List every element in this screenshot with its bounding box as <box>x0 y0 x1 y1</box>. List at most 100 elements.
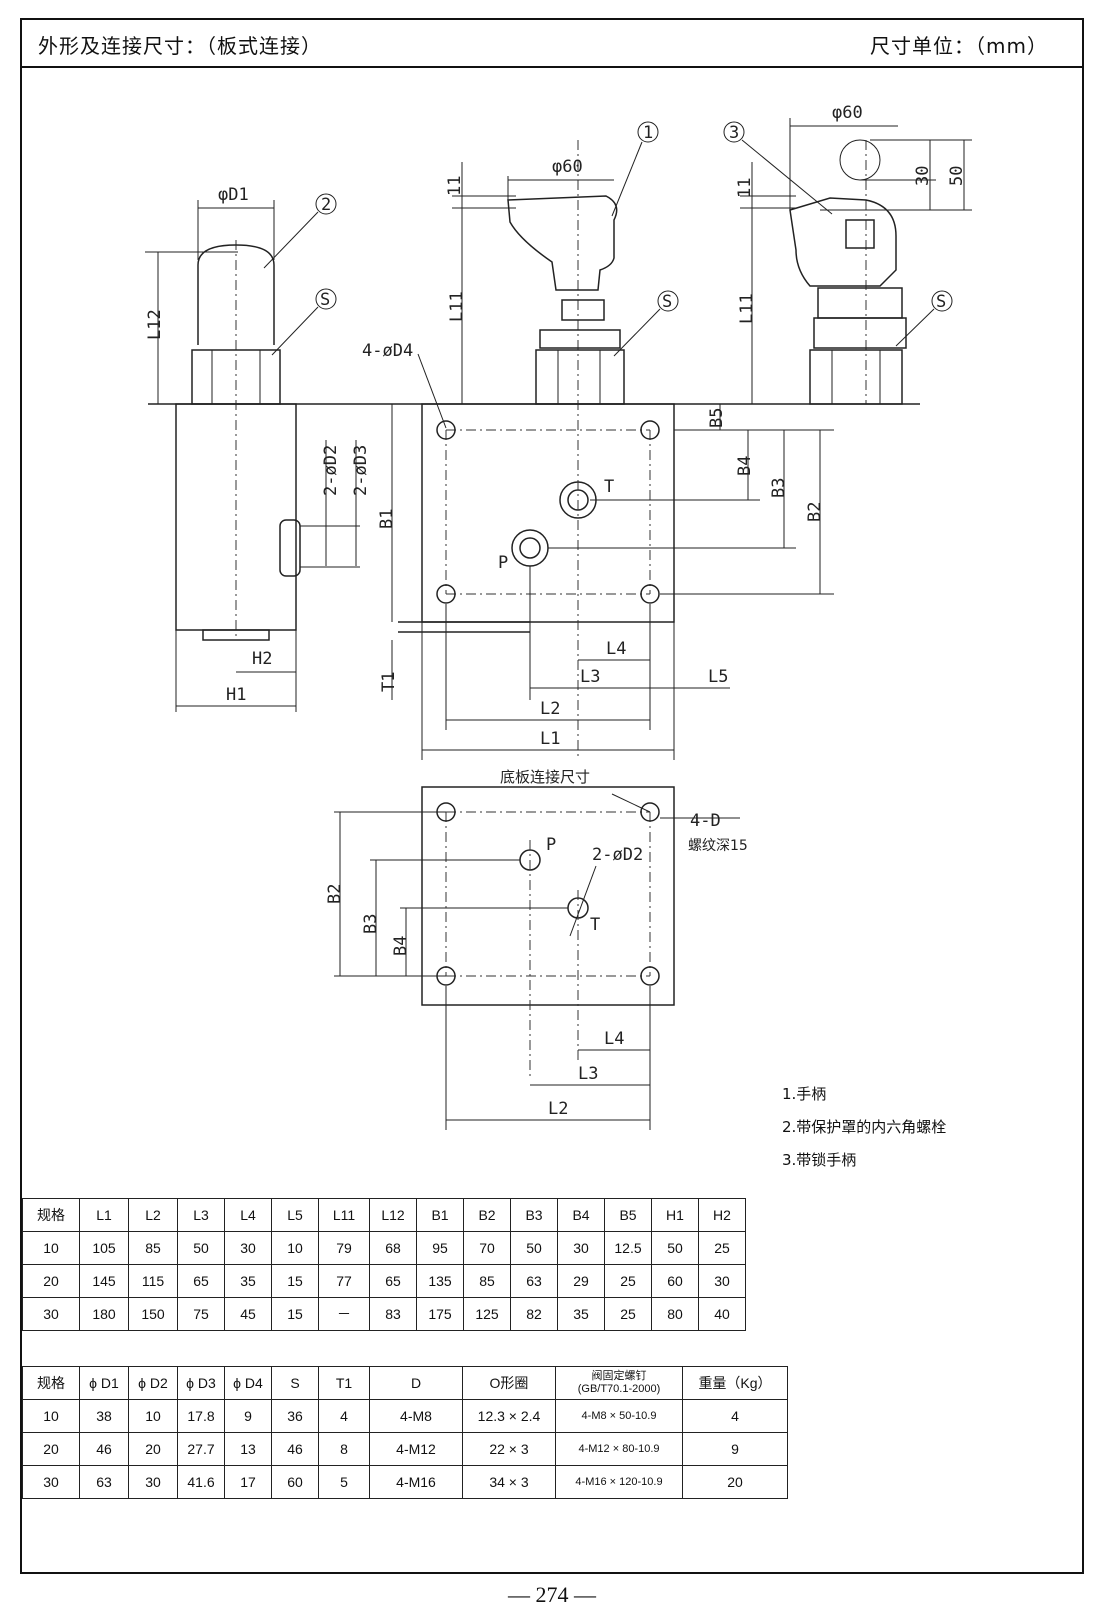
table-cell: 4-M8 × 50-10.9 <box>555 1399 683 1433</box>
table-header-cell: ϕ D3 <box>177 1366 225 1400</box>
table-cell: 30 <box>557 1231 605 1265</box>
dim-L12: L12 <box>145 309 165 340</box>
table-header-cell: S <box>271 1366 319 1400</box>
table-cell: 45 <box>224 1297 272 1331</box>
dim-phi60-a: φ60 <box>552 157 583 177</box>
dim-2D3: 2-øD3 <box>351 445 371 496</box>
table-cell: － <box>318 1297 370 1331</box>
table-header-row: 规格 L1 L2 L3 L4 L5 L11 L12 B1 B2 B3 B4 B5… <box>22 1198 746 1232</box>
header-bar: 外形及连接尺寸：（板式连接） 尺寸单位：（mm） <box>22 20 1082 68</box>
callout-2: 2 <box>321 195 331 215</box>
table-header-cell: L12 <box>369 1198 417 1232</box>
dim-2D2: 2-øD2 <box>321 445 341 496</box>
table-cell: 10 <box>271 1231 319 1265</box>
table-cell: 5 <box>318 1465 370 1499</box>
table-cell: 68 <box>369 1231 417 1265</box>
table-cell: 34 × 3 <box>462 1465 556 1499</box>
dim-11-a: 11 <box>445 176 465 196</box>
table-header-cell: 规格 <box>22 1366 80 1400</box>
table-cell: 4 <box>682 1399 788 1433</box>
legend-item: 3.带锁手柄 <box>782 1151 857 1169</box>
dim-T1: T1 <box>379 672 399 692</box>
table-cell: 36 <box>271 1399 319 1433</box>
table-cell: 50 <box>651 1231 699 1265</box>
dim-L5: L5 <box>708 667 728 687</box>
header-unit: 尺寸单位：（mm） <box>870 34 1048 58</box>
table-cell: 25 <box>698 1231 746 1265</box>
legend: 1.手柄 2.带保护罩的内六角螺栓 3.带锁手柄 <box>782 1078 946 1177</box>
table-header-cell: H1 <box>651 1198 699 1232</box>
table-cell: 79 <box>318 1231 370 1265</box>
table-cell: 30 <box>224 1231 272 1265</box>
dim-50: 50 <box>947 166 967 186</box>
table-cell: 20 <box>22 1264 80 1298</box>
table-row: 30 180 150 75 45 15 － 83 175 125 82 35 2… <box>22 1297 746 1331</box>
dim-4D4: 4-øD4 <box>362 341 413 361</box>
technical-drawing: φD1 L12 2 S 2-øD2 2-øD3 H1 H2 T P 1 S <box>145 103 972 1130</box>
callout-s1: S <box>320 290 330 310</box>
table-header-cell: B4 <box>557 1198 605 1232</box>
header-title: 外形及连接尺寸：（板式连接） <box>38 34 322 58</box>
table-cell: 82 <box>510 1297 558 1331</box>
table-cell: 115 <box>128 1264 178 1298</box>
table-cell: 46 <box>271 1432 319 1466</box>
table-cell: 77 <box>318 1264 370 1298</box>
table-cell: 85 <box>463 1264 511 1298</box>
table-cell: 41.6 <box>177 1465 225 1499</box>
table-cell: 12.5 <box>604 1231 652 1265</box>
table-cell: 4-M12 × 80-10.9 <box>555 1432 683 1466</box>
legend-item: 1.手柄 <box>782 1085 827 1103</box>
table-cell: 13 <box>224 1432 272 1466</box>
dim-B2: B2 <box>805 502 825 522</box>
table-cell: 60 <box>651 1264 699 1298</box>
table-cell: 29 <box>557 1264 605 1298</box>
table-cell: 10 <box>22 1399 80 1433</box>
dimension-table-1: 规格 L1 L2 L3 L4 L5 L11 L12 B1 B2 B3 B4 B5… <box>22 1198 746 1331</box>
table-cell: 17.8 <box>177 1399 225 1433</box>
table-cell: 27.7 <box>177 1432 225 1466</box>
dim-B3: B3 <box>769 478 789 498</box>
table-cell: 4 <box>318 1399 370 1433</box>
dim-B4: B4 <box>735 456 755 476</box>
table-header-cell: L2 <box>128 1198 178 1232</box>
table-cell: 80 <box>651 1297 699 1331</box>
table-cell: 46 <box>79 1432 129 1466</box>
callout-s2: S <box>662 292 672 312</box>
table-header-cell: ϕ D2 <box>128 1366 178 1400</box>
table-cell: 95 <box>416 1231 464 1265</box>
table-row: 10 105 85 50 30 10 79 68 95 70 50 30 12.… <box>22 1231 746 1265</box>
table-cell: 9 <box>682 1432 788 1466</box>
dim-L11-a: L11 <box>447 291 467 322</box>
port-P: P <box>498 553 508 573</box>
table-header-cell: H2 <box>698 1198 746 1232</box>
legend-item: 2.带保护罩的内六角螺栓 <box>782 1118 947 1136</box>
page-number: — 274 — <box>508 1582 596 1607</box>
base-dim-L4: L4 <box>604 1029 624 1049</box>
table-row: 30 63 30 41.6 17 60 5 4-M16 34 × 3 4-M16… <box>22 1465 788 1499</box>
table-cell: 17 <box>224 1465 272 1499</box>
table-cell: 8 <box>318 1432 370 1466</box>
table-header-cell: ϕ D4 <box>224 1366 272 1400</box>
table-header-cell: L3 <box>177 1198 225 1232</box>
callout-3: 3 <box>729 123 739 143</box>
callout-s3: S <box>936 292 946 312</box>
table-cell: 25 <box>604 1264 652 1298</box>
table-cell: 40 <box>698 1297 746 1331</box>
table-cell: 150 <box>128 1297 178 1331</box>
table-cell: 83 <box>369 1297 417 1331</box>
table-header-cell: B3 <box>510 1198 558 1232</box>
table-header-cell: T1 <box>318 1366 370 1400</box>
table-cell: 20 <box>682 1465 788 1499</box>
dim-30: 30 <box>913 166 933 186</box>
dim-H2: H2 <box>252 649 272 669</box>
table-cell: 30 <box>22 1465 80 1499</box>
base-2D2: 2-øD2 <box>592 845 643 865</box>
subplate-title: 底板连接尺寸 <box>500 768 590 786</box>
table-cell: 4-M12 <box>369 1432 463 1466</box>
table-cell: 35 <box>557 1297 605 1331</box>
table-cell: 65 <box>369 1264 417 1298</box>
table-cell: 20 <box>22 1432 80 1466</box>
table-cell: 60 <box>271 1465 319 1499</box>
table-header-cell: B2 <box>463 1198 511 1232</box>
table-header-cell: L1 <box>79 1198 129 1232</box>
